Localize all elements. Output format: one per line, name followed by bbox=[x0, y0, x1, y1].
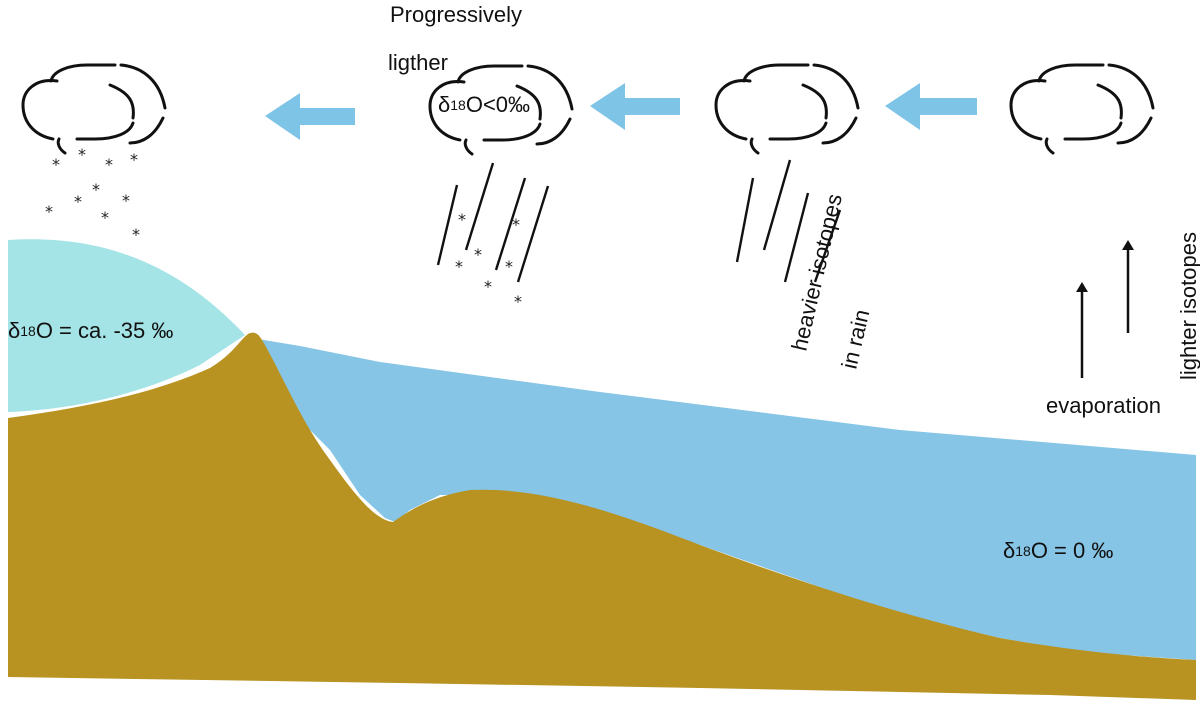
wind-arrow-icon bbox=[590, 83, 680, 130]
sea-delta-label: δ18O = 0 ‰ bbox=[1003, 538, 1113, 563]
in-rain-label: in rain bbox=[837, 307, 875, 371]
ice-delta-label: δ18O = ca. -35 ‰ bbox=[8, 318, 173, 343]
svg-text:*: * bbox=[122, 191, 130, 210]
land-mass bbox=[8, 332, 1196, 700]
svg-text:*: * bbox=[474, 245, 482, 264]
svg-text:*: * bbox=[78, 145, 86, 164]
cloud-delta-label: δ18O<0‰ bbox=[438, 92, 530, 117]
heavier-isotopes-label: heavier isotopes bbox=[787, 191, 847, 353]
svg-text:*: * bbox=[52, 155, 60, 174]
svg-text:*: * bbox=[512, 215, 520, 234]
evaporation-label: evaporation bbox=[1046, 393, 1161, 418]
svg-text:*: * bbox=[505, 257, 513, 276]
ligther-label: ligther bbox=[388, 50, 448, 75]
cloud-icon bbox=[1009, 63, 1155, 155]
svg-text:*: * bbox=[105, 155, 113, 174]
ice-sheet bbox=[8, 239, 245, 412]
progressively-label: Progressively bbox=[390, 2, 522, 27]
svg-text:*: * bbox=[132, 225, 140, 244]
svg-text:*: * bbox=[130, 150, 138, 169]
snowflake-icon: **** *** *** bbox=[45, 145, 140, 244]
svg-text:*: * bbox=[458, 210, 466, 229]
rain-streak-icon bbox=[735, 159, 842, 283]
snowflake-icon: *** **** bbox=[455, 210, 522, 311]
svg-text:*: * bbox=[92, 180, 100, 199]
sea-water bbox=[252, 338, 1196, 660]
cloud-icon bbox=[428, 64, 574, 156]
svg-text:*: * bbox=[514, 292, 522, 311]
svg-text:*: * bbox=[45, 202, 53, 221]
svg-text:*: * bbox=[74, 192, 82, 211]
lighter-isotopes-label: lighter isotopes bbox=[1176, 232, 1200, 380]
svg-text:*: * bbox=[101, 208, 109, 227]
svg-text:*: * bbox=[484, 277, 492, 296]
rain-streak-icon bbox=[436, 162, 550, 283]
wind-arrow-icon bbox=[885, 83, 977, 130]
wind-arrow-icon bbox=[265, 93, 355, 140]
cloud-icon bbox=[714, 63, 860, 155]
cloud-icon bbox=[21, 63, 167, 155]
svg-text:*: * bbox=[455, 257, 463, 276]
